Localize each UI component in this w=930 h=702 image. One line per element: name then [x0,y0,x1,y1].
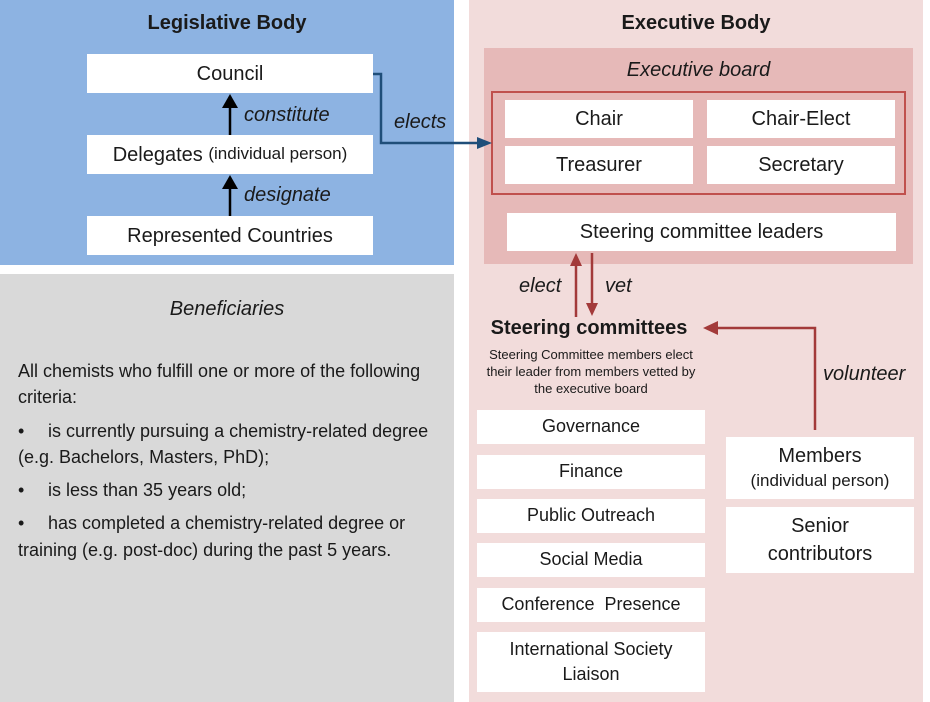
criteria-item: • is less than 35 years old; [18,477,443,503]
delegates-label: Delegates [112,143,203,166]
represented-countries-label: Represented Countries [127,224,333,247]
committee-finance[interactable]: Finance [477,455,705,489]
council-box[interactable]: Council [87,54,373,93]
steering-committee-leaders-box[interactable]: Steering committee leaders [507,213,896,251]
committee-international-society-liaison-label: International Society Liaison [509,638,673,684]
committee-public-outreach[interactable]: Public Outreach [477,499,705,533]
officer-secretary-label: Secretary [758,154,844,176]
committee-social-media-label: Social Media [539,549,643,570]
criteria-list: • is currently pursuing a chemistry-rela… [18,418,443,562]
committee-conference-presence[interactable]: Conference Presence [477,588,705,622]
executive-board-frame [491,91,906,195]
designate-label: designate [244,184,331,206]
delegates-note: (individual person) [208,144,348,164]
criteria-text: is currently pursuing a chemistry-relate… [18,421,429,468]
officer-secretary[interactable]: Secretary [707,146,895,184]
beneficiaries-title: Beneficiaries [169,298,285,320]
members-box[interactable]: Members (individual person) [726,437,914,499]
bullet-glyph: • [18,513,25,534]
senior-contributors-label: Senior contributors [767,515,873,565]
committee-international-society-liaison[interactable]: International Society Liaison [477,632,705,692]
steering-committees-description: Steering Committee members elect their l… [486,347,696,396]
volunteer-label: volunteer [823,363,906,385]
represented-countries-box[interactable]: Represented Countries [87,216,373,255]
criteria-item: • has completed a chemistry-related degr… [18,510,443,562]
committee-conference-presence-label: Conference Presence [501,594,681,615]
beneficiaries-panel [0,274,454,702]
elect-label: elect [519,275,562,297]
beneficiaries-intro: All chemists who fulfill one or more of … [18,361,421,408]
committee-finance-label: Finance [558,461,624,482]
delegates-box[interactable]: Delegates (individual person) [87,135,373,174]
committee-public-outreach-label: Public Outreach [526,505,656,526]
officer-treasurer[interactable]: Treasurer [505,146,693,184]
officer-chair-label: Chair [575,108,623,130]
bullet-glyph: • [18,421,25,442]
elects-label: elects [394,111,447,133]
constitute-label: constitute [244,104,330,126]
legislative-title: Legislative Body [147,12,307,34]
officer-chair[interactable]: Chair [505,100,693,138]
criteria-item: • is currently pursuing a chemistry-rela… [18,418,443,470]
bullet-glyph: • [18,480,25,501]
committee-social-media[interactable]: Social Media [477,543,705,577]
officer-chair-elect-label: Chair-Elect [751,108,851,130]
executive-board-title: Executive board [626,59,771,81]
committee-governance-label: Governance [541,416,641,437]
beneficiaries-text: All chemists who fulfill one or more of … [18,358,443,570]
criteria-text: has completed a chemistry-related degree… [18,513,406,560]
senior-contributors-box[interactable]: Senior contributors [726,507,914,573]
committee-governance[interactable]: Governance [477,410,705,444]
council-label: Council [196,62,264,85]
members-label: Members [778,445,862,468]
executive-title: Executive Body [621,12,771,34]
officer-treasurer-label: Treasurer [556,154,642,176]
steering-committees-title: Steering committees [490,317,688,339]
officer-chair-elect[interactable]: Chair-Elect [707,100,895,138]
criteria-text: is less than 35 years old; [48,480,247,501]
members-note: (individual person) [750,471,890,491]
vet-label: vet [605,275,632,297]
steering-committee-leaders-label: Steering committee leaders [579,221,824,243]
